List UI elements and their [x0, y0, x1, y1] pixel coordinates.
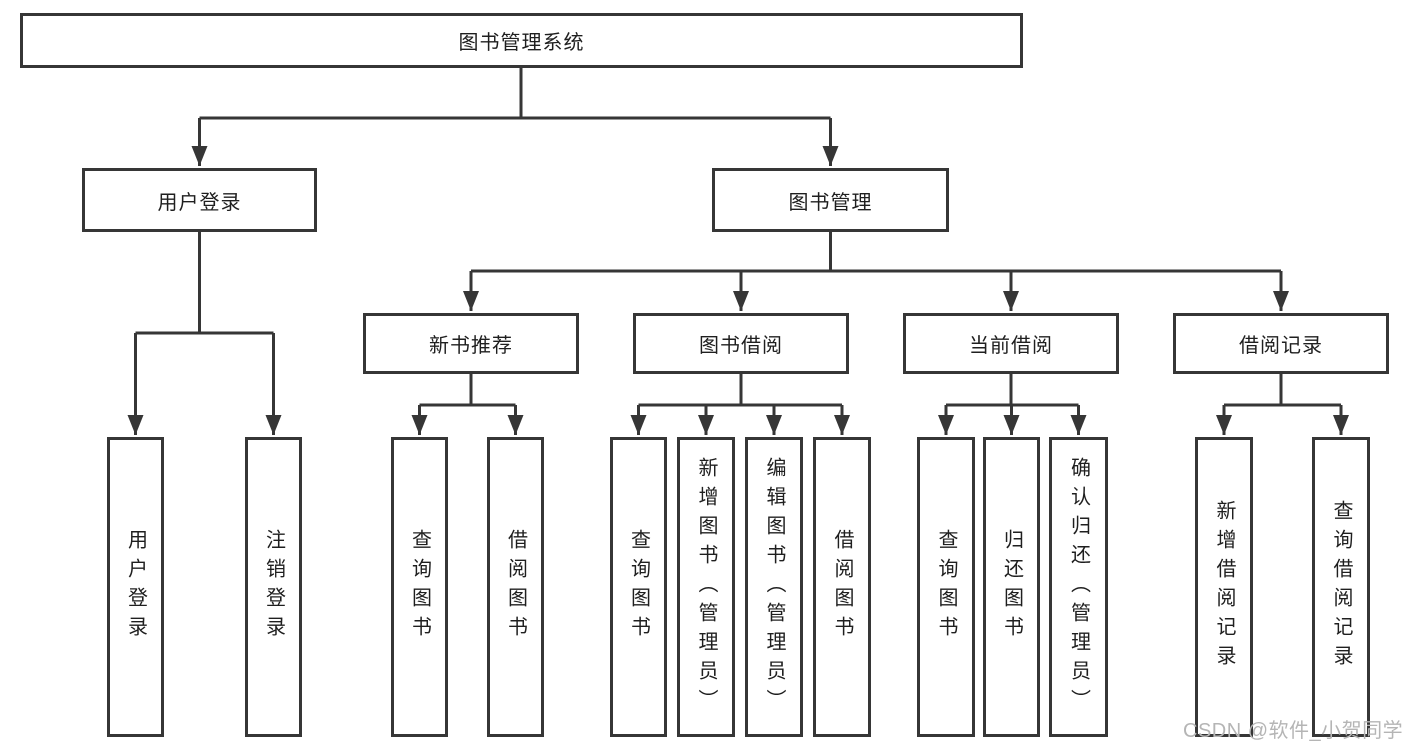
- leaf-confirm-return-admin: 确认归还（管理员）: [1049, 437, 1108, 737]
- leaf-user-login: 用户登录: [107, 437, 164, 737]
- leaf-borrow-book-1: 借阅图书: [487, 437, 544, 737]
- leaf-query-book-3: 查询图书: [917, 437, 975, 737]
- node-current-borrow: 当前借阅: [903, 313, 1119, 374]
- leaf-query-book-2: 查询图书: [610, 437, 667, 737]
- node-root: 图书管理系统: [20, 13, 1023, 68]
- leaf-query-book-1: 查询图书: [391, 437, 448, 737]
- leaf-borrow-book-2: 借阅图书: [813, 437, 871, 737]
- leaf-edit-book-admin: 编辑图书（管理员）: [745, 437, 803, 737]
- leaf-query-borrow-record: 查询借阅记录: [1312, 437, 1370, 737]
- leaf-return-book: 归还图书: [983, 437, 1040, 737]
- node-user-login: 用户登录: [82, 168, 317, 232]
- node-new-book-recommend: 新书推荐: [363, 313, 579, 374]
- node-borrow-records: 借阅记录: [1173, 313, 1389, 374]
- leaf-logout: 注销登录: [245, 437, 302, 737]
- leaf-add-borrow-record: 新增借阅记录: [1195, 437, 1253, 737]
- leaf-add-book-admin: 新增图书（管理员）: [677, 437, 735, 737]
- node-book-borrow: 图书借阅: [633, 313, 849, 374]
- node-book-mgmt: 图书管理: [712, 168, 949, 232]
